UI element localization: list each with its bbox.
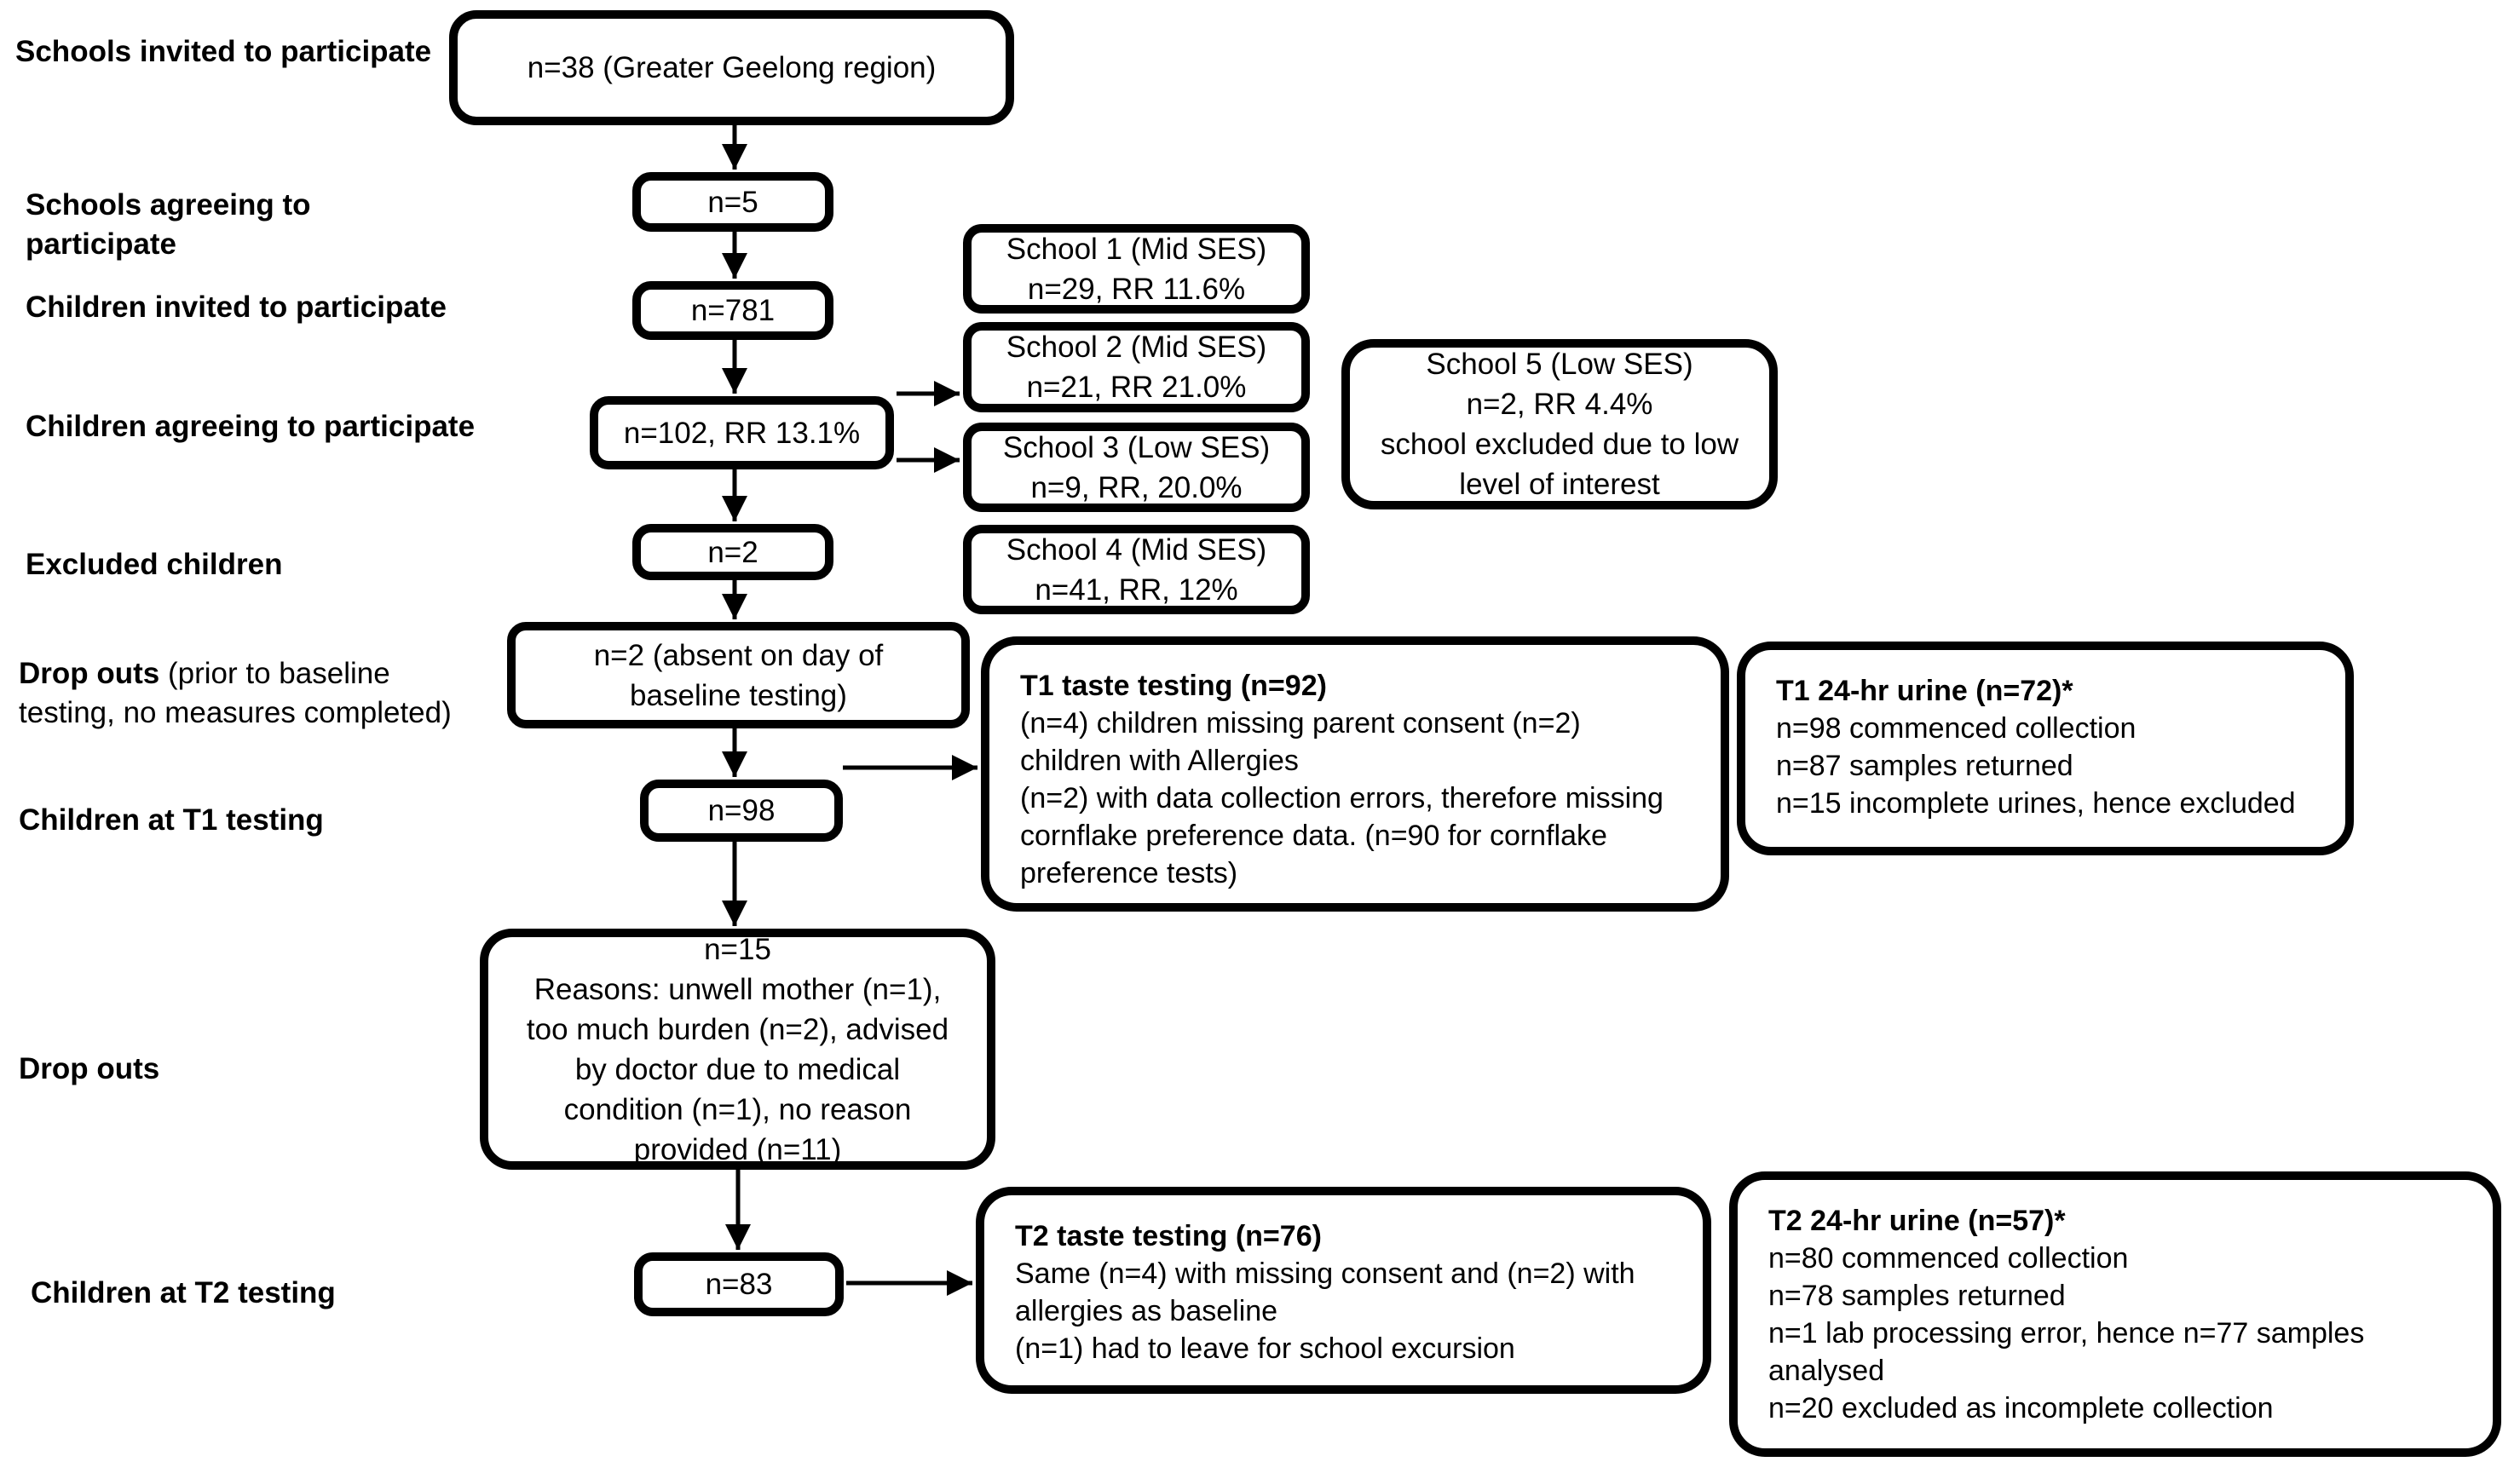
- school-5-box: School 5 (Low SES) n=2, RR 4.4% school e…: [1341, 339, 1778, 509]
- schools-invited-value: n=38 (Greater Geelong region): [527, 51, 937, 84]
- excluded-children-box: n=2: [632, 524, 833, 580]
- schools-agreeing-box: n=5: [632, 172, 833, 232]
- school-1-box: School 1 (Mid SES) n=29, RR 11.6%: [963, 224, 1310, 314]
- t1-taste-para2: (n=2) with data collection errors, there…: [1020, 782, 1664, 889]
- school-2-stats: n=21, RR 21.0%: [1026, 371, 1247, 404]
- children-t1-box: n=98: [640, 780, 843, 842]
- t1-taste-para1: (n=4) children missing parent consent (n…: [1020, 707, 1581, 777]
- t1-taste-testing-box: T1 taste testing (n=92) (n=4) children m…: [981, 636, 1729, 912]
- children-t2-box: n=83: [634, 1252, 844, 1316]
- school-3-stats: n=9, RR, 20.0%: [1030, 470, 1243, 504]
- dropouts-t2-count: n=15: [704, 932, 771, 966]
- t2-taste-para2: (n=1) had to leave for school excursion: [1015, 1332, 1515, 1365]
- label-children-t1: Children at T1 testing: [19, 803, 324, 837]
- t2-urine-line-3: n=1 lab processing error, hence n=77 sam…: [1768, 1317, 2365, 1387]
- label-children-invited: Children invited to participate: [26, 291, 447, 324]
- dropouts-baseline-value: n=2 (absent on day of baseline testing): [593, 638, 884, 712]
- school-3-box: School 3 (Low SES) n=9, RR, 20.0%: [963, 423, 1310, 512]
- t1-taste-title: T1 taste testing (n=92): [1020, 670, 1327, 702]
- label-dropouts-baseline-bold: Drop outs: [19, 657, 160, 690]
- label-schools-invited: Schools invited to participate: [15, 35, 432, 68]
- schools-agreeing-value: n=5: [707, 185, 758, 219]
- school-2-name: School 2 (Mid SES): [1006, 331, 1267, 364]
- label-schools-agreeing: Schools agreeing to participate: [26, 188, 311, 261]
- school-5-name: School 5 (Low SES): [1426, 348, 1693, 381]
- children-agreeing-value: n=102, RR 13.1%: [623, 416, 861, 450]
- t2-taste-title: T2 taste testing (n=76): [1015, 1220, 1322, 1252]
- children-invited-box: n=781: [632, 281, 833, 340]
- t1-urine-line-1: n=98 commenced collection: [1776, 712, 2137, 745]
- excluded-children-value: n=2: [707, 535, 758, 569]
- label-children-t2: Children at T2 testing: [31, 1276, 336, 1309]
- t2-urine-box: T2 24-hr urine (n=57)* n=80 commenced co…: [1729, 1171, 2501, 1457]
- dropouts-t2-box: n=15 Reasons: unwell mother (n=1), too m…: [480, 929, 995, 1170]
- school-4-stats: n=41, RR, 12%: [1035, 573, 1238, 607]
- label-dropouts: Drop outs: [19, 1052, 160, 1085]
- dropouts-baseline-box: n=2 (absent on day of baseline testing): [507, 622, 970, 728]
- t1-urine-line-2: n=87 samples returned: [1776, 750, 2073, 782]
- t2-urine-title: T2 24-hr urine (n=57)*: [1768, 1205, 2066, 1237]
- school-4-box: School 4 (Mid SES) n=41, RR, 12%: [963, 525, 1310, 614]
- children-invited-value: n=781: [690, 294, 776, 327]
- children-t1-value: n=98: [707, 794, 776, 827]
- t2-taste-para1: Same (n=4) with missing consent and (n=2…: [1015, 1257, 1635, 1327]
- label-dropouts-baseline: Drop outs (prior to baseline testing, no…: [19, 654, 462, 733]
- school-5-note: school excluded due to low level of inte…: [1380, 428, 1739, 501]
- school-1-stats: n=29, RR 11.6%: [1027, 272, 1246, 306]
- schools-invited-box: n=38 (Greater Geelong region): [449, 10, 1014, 125]
- children-agreeing-box: n=102, RR 13.1%: [590, 396, 894, 469]
- children-t2-value: n=83: [705, 1268, 773, 1301]
- t1-urine-box: T1 24-hr urine (n=72)* n=98 commenced co…: [1737, 642, 2354, 855]
- school-1-name: School 1 (Mid SES): [1006, 232, 1267, 266]
- t1-urine-title: T1 24-hr urine (n=72)*: [1776, 675, 2073, 707]
- t2-urine-line-1: n=80 commenced collection: [1768, 1242, 2129, 1275]
- t2-urine-line-2: n=78 samples returned: [1768, 1280, 2066, 1312]
- label-excluded-children: Excluded children: [26, 548, 283, 581]
- label-children-agreeing: Children agreeing to participate: [26, 410, 476, 443]
- t1-urine-line-3: n=15 incomplete urines, hence excluded: [1776, 787, 2296, 820]
- t2-urine-line-4: n=20 excluded as incomplete collection: [1768, 1392, 2274, 1424]
- school-4-name: School 4 (Mid SES): [1006, 532, 1267, 567]
- dropouts-t2-reasons: Reasons: unwell mother (n=1), too much b…: [526, 972, 949, 1166]
- school-3-name: School 3 (Low SES): [1002, 430, 1271, 464]
- label-dropouts-baseline-rest: (prior to baseline testing, no measures …: [19, 657, 452, 729]
- school-5-stats: n=2, RR 4.4%: [1466, 388, 1653, 421]
- school-2-box: School 2 (Mid SES) n=21, RR 21.0%: [963, 322, 1310, 412]
- t2-taste-testing-box: T2 taste testing (n=76) Same (n=4) with …: [976, 1187, 1711, 1394]
